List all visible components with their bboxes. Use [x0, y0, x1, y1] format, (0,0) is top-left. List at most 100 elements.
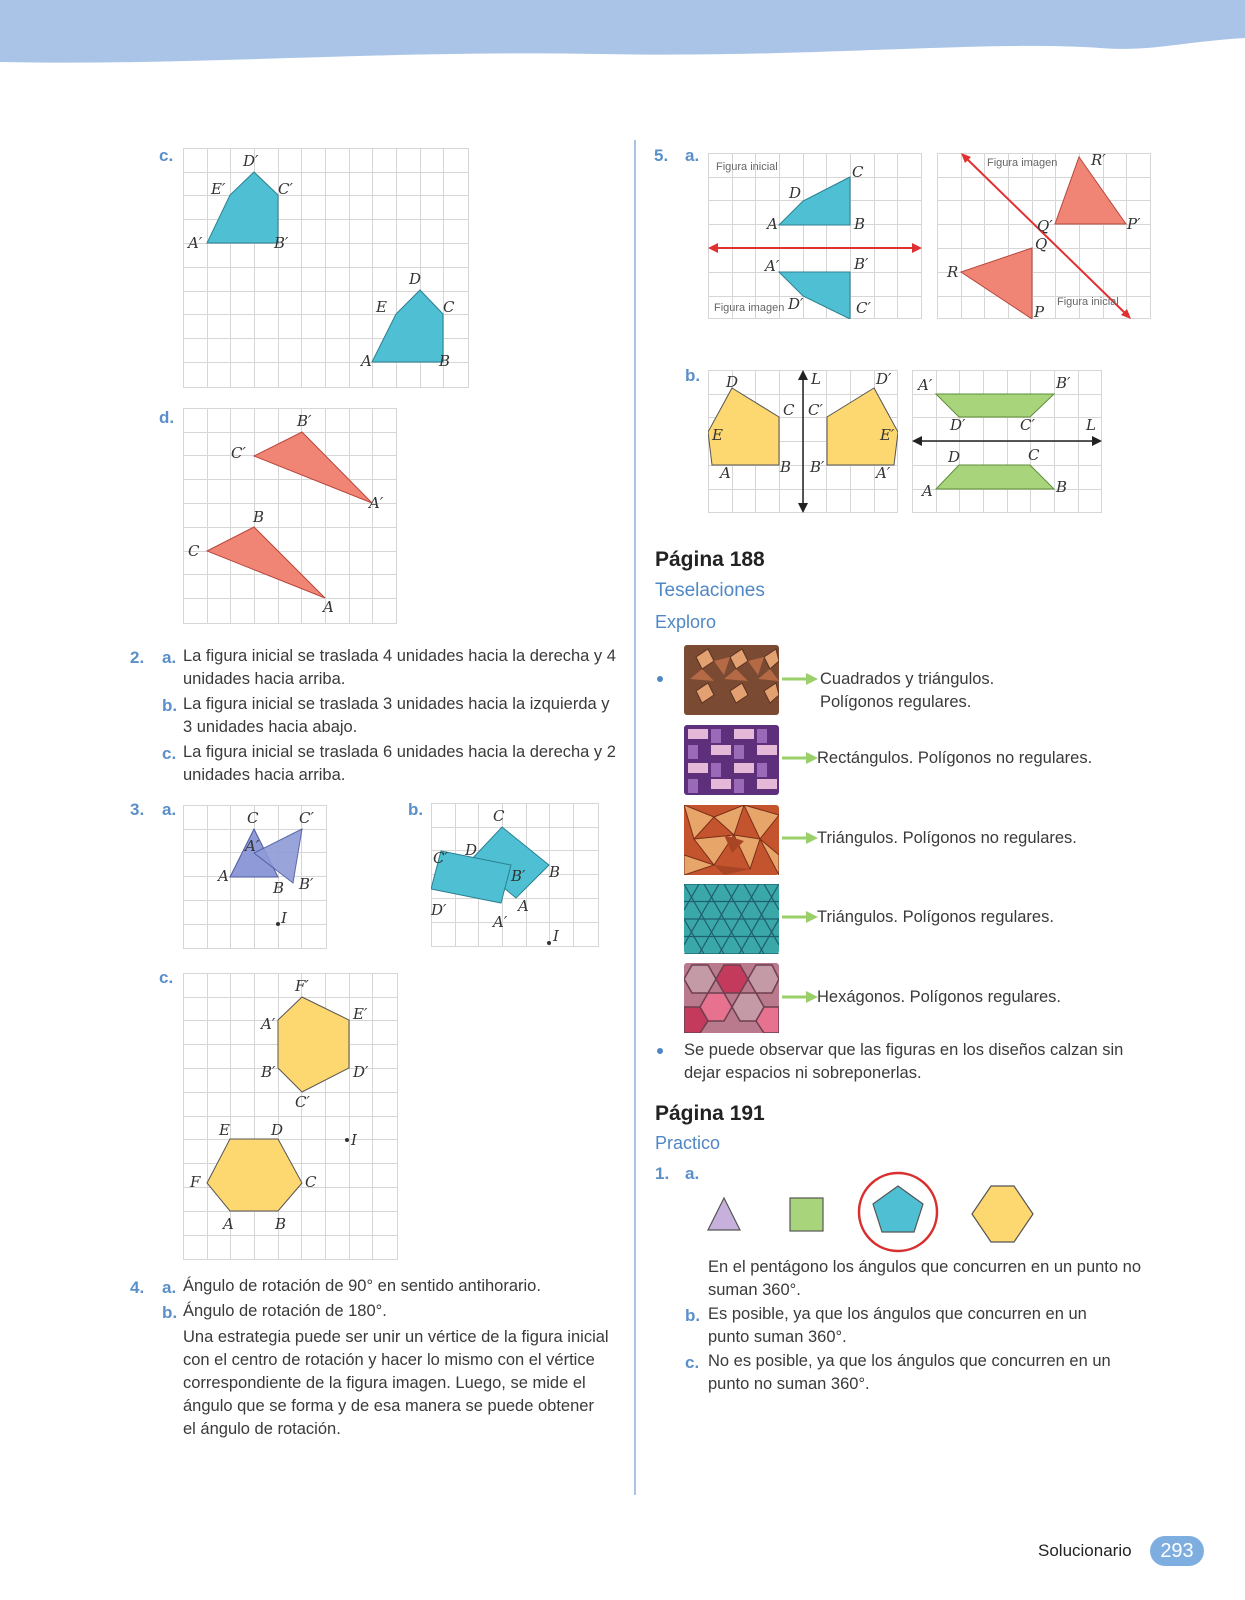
arrow-icon: [782, 991, 818, 1003]
svg-text:E′: E′: [210, 180, 226, 198]
hexagon-initial: [206, 1138, 303, 1212]
pentagon-shape: [872, 1185, 924, 1233]
hexagon-shape: [971, 1185, 1034, 1243]
svg-text:B: B: [274, 1215, 286, 1233]
svg-text:D: D: [725, 373, 738, 391]
tessellation-row-1-line1: Cuadrados y triángulos.: [820, 670, 995, 688]
svg-text:R: R: [946, 263, 958, 281]
svg-text:B′: B′: [510, 867, 526, 885]
figure-initial: [777, 176, 851, 226]
svg-text:A′: A′: [874, 464, 891, 482]
svg-text:A′: A′: [259, 1015, 276, 1033]
svg-text:A: A: [516, 897, 529, 915]
svg-text:C: C: [493, 807, 505, 825]
rectangle-image: [431, 850, 512, 904]
svg-text:C: C: [852, 163, 864, 181]
svg-text:Q: Q: [1035, 235, 1047, 253]
svg-text:E′: E′: [352, 1005, 368, 1023]
svg-text:C′: C′: [278, 180, 293, 198]
selection-circle: [857, 1171, 939, 1253]
svg-text:C: C: [443, 298, 455, 316]
tessellation-hexagons-image: [684, 963, 779, 1033]
svg-text:B′: B′: [853, 255, 869, 273]
svg-text:B′: B′: [1055, 374, 1071, 392]
footer-label: Solucionario: [1038, 1541, 1132, 1560]
svg-text:A′: A′: [243, 837, 260, 855]
svg-text:P: P: [1033, 303, 1045, 319]
exercise-1c-text: No es posible, ya que los ángulos que co…: [708, 1352, 1111, 1393]
figure-1c: D′ E′ C′ A′ B′ D E C A B: [183, 148, 469, 388]
exercise-2a-label: a.: [162, 648, 177, 667]
exercise-2a-text: La figura inicial se traslada 4 unidades…: [183, 647, 616, 688]
subheading-exploro: Exploro: [655, 612, 717, 632]
tessellation-note: Se puede observar que las figuras en los…: [684, 1041, 1124, 1082]
triangle-shape: [707, 1196, 741, 1231]
exercise-1a-text: En el pentágono los ángulos que concurre…: [708, 1258, 1142, 1299]
header-banner: [0, 0, 1245, 63]
svg-text:B′: B′: [260, 1063, 276, 1081]
svg-text:C′: C′: [231, 444, 246, 462]
svg-text:D′: D′: [242, 152, 259, 170]
figure-3b: C D C′ B′ B D′ A A′ I: [431, 803, 599, 947]
pentagon-initial: [708, 387, 780, 466]
triangle-initial: [205, 526, 326, 599]
svg-text:B: B: [252, 508, 264, 526]
svg-text:C: C: [1028, 446, 1040, 464]
exercise-4a-text: Ángulo de rotación de 90° en sentido ant…: [183, 1277, 541, 1295]
svg-text:C: C: [188, 542, 200, 560]
exercise-5b-label: b.: [685, 366, 701, 385]
figure-1d: B′ C′ A′ B C A: [183, 408, 397, 624]
bullet: [657, 1048, 663, 1054]
svg-text:B: B: [438, 352, 450, 370]
tessellation-row-4: Triángulos. Polígonos regulares.: [817, 908, 1054, 926]
svg-text:D: D: [788, 184, 801, 202]
svg-text:D′: D′: [875, 370, 892, 388]
square-shape: [789, 1197, 824, 1232]
exercise-number-1: 1.: [655, 1164, 670, 1183]
svg-text:Q′: Q′: [1037, 217, 1053, 235]
bullet: [657, 676, 663, 682]
pentagon-image: [826, 387, 898, 466]
svg-text:L: L: [1085, 416, 1096, 434]
svg-text:D: D: [947, 448, 960, 466]
exercise-5a-label: a.: [685, 146, 700, 165]
figure-5b-horizontal-axis: A′ B′ D′ C′ L D C A B: [912, 370, 1102, 513]
exercise-number-5: 5.: [654, 146, 669, 165]
shape-initial: [371, 289, 444, 363]
figure-3c: F′ E′ A′ B′ D′ C′ E D I F C A B: [183, 973, 398, 1260]
figure-5a-horizontal-axis: Figura inicial Figura imagen C D A B A′ …: [708, 153, 922, 319]
exercise-1b-text: Es posible, ya que los ángulos que concu…: [708, 1305, 1087, 1346]
svg-text:C′: C′: [299, 809, 314, 827]
arrow-icon: [782, 752, 818, 764]
svg-text:D′: D′: [787, 295, 804, 313]
exercise-4a-label: a.: [162, 1278, 177, 1297]
exercise-number-2: 2.: [130, 648, 145, 667]
svg-text:Figura imagen: Figura imagen: [714, 302, 784, 314]
shape-image: [206, 171, 279, 244]
svg-text:E: E: [711, 426, 723, 444]
exercise-2b-text: La figura inicial se traslada 3 unidades…: [183, 695, 610, 736]
page-heading-188: Página 188: [655, 548, 765, 571]
exercise-3a-label: a.: [162, 800, 177, 819]
tessellation-row-2: Rectángulos. Polígonos no regulares.: [817, 749, 1093, 767]
svg-text:I: I: [350, 1131, 358, 1149]
tessellation-row-3: Triángulos. Polígonos no regulares.: [817, 829, 1077, 847]
svg-text:D: D: [270, 1121, 283, 1139]
exercise-2c-text: La figura inicial se traslada 6 unidades…: [183, 743, 616, 784]
svg-text:D: D: [464, 841, 477, 859]
svg-text:B: B: [779, 458, 791, 476]
svg-text:A: A: [359, 352, 372, 370]
grid: [183, 148, 469, 388]
svg-text:E′: E′: [879, 426, 895, 444]
svg-text:B: B: [548, 863, 560, 881]
exercise-4b-text: Ángulo de rotación de 180°.: [183, 1302, 387, 1320]
svg-text:D′: D′: [352, 1063, 369, 1081]
svg-text:B′: B′: [809, 458, 825, 476]
svg-text:Figura inicial: Figura inicial: [1057, 296, 1119, 308]
svg-text:A: A: [718, 464, 731, 482]
svg-text:C: C: [247, 809, 259, 827]
regular-polygons-figure: [707, 1171, 1034, 1253]
hexagon-image: [277, 996, 350, 1093]
trapezoid-initial: [934, 464, 1056, 490]
figure-5b-vertical-axis: D L D′ C C′ E E′ A B B′ A′: [708, 370, 898, 513]
